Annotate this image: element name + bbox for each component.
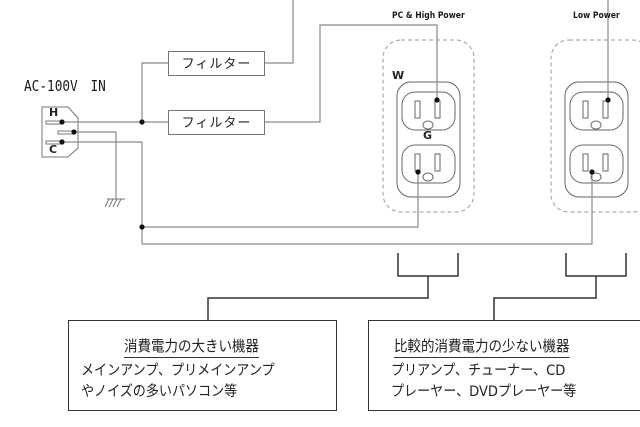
dot-junction-hot <box>139 119 145 125</box>
dot-low-hot <box>605 97 611 103</box>
filter-1: フィルター <box>168 51 265 76</box>
device-desc-high-power: メインアンプ、プリメインアンプ やノイズの多いパソコン等 <box>81 361 275 403</box>
wire-filter1-out <box>265 0 294 64</box>
dot-junction-cold <box>139 224 145 230</box>
dot-high-hot <box>434 97 440 103</box>
wire-cold-high <box>142 172 419 228</box>
pin-hot-label: H <box>49 106 59 119</box>
outlet-frame-high-power <box>382 39 475 213</box>
junction-dots <box>59 97 611 230</box>
device-line: プレーヤー、DVDプレーヤー等 <box>391 384 577 400</box>
connector-high-power <box>207 276 429 320</box>
device-line: メインアンプ、プリメインアンプ <box>81 363 275 379</box>
ac-input-label: AC-100V IN <box>24 77 106 95</box>
device-box-low-power: 比較的消費電力の少ない機器 プリアンプ、チューナー、CD プレーヤー、DVDプレ… <box>368 320 640 411</box>
pin-cold-label: C <box>49 143 58 156</box>
device-box-high-power: 消費電力の大きい機器 メインアンプ、プリメインアンプ やノイズの多いパソコン等 <box>68 320 337 411</box>
filter-2: フィルター <box>168 110 265 135</box>
ground-icon <box>104 198 125 208</box>
dot-hot-pin <box>59 119 65 125</box>
outlet-low-power <box>564 81 629 198</box>
outlet-label-high-power: PC & High Power <box>392 11 465 21</box>
dot-cold-pin <box>59 139 65 145</box>
wire-cold <box>62 141 593 245</box>
device-line: やノイズの多いパソコン等 <box>81 384 238 400</box>
dot-low-cold <box>589 169 595 175</box>
device-title-high-power: 消費電力の大きい機器 <box>124 335 260 358</box>
outlet-high-power <box>396 81 461 198</box>
bracket-high-power <box>397 253 459 277</box>
wire-junction-to-filter1 <box>141 62 168 122</box>
device-desc-low-power: プリアンプ、チューナー、CD プレーヤー、DVDプレーヤー等 <box>391 361 576 403</box>
connector-low-power <box>493 276 597 320</box>
outlet-frame-low-power <box>550 39 640 213</box>
dot-high-cold <box>415 169 421 175</box>
device-title-low-power: 比較的消費電力の少ない機器 <box>394 335 570 358</box>
bracket-low-power <box>565 253 627 277</box>
outlet-ground-mark: G <box>423 129 433 142</box>
wire-ground <box>74 131 117 199</box>
outlet-hot-mark: W <box>392 69 405 82</box>
wires <box>62 0 609 245</box>
dot-ground-pin <box>71 129 77 135</box>
brackets <box>207 253 627 320</box>
device-line: プリアンプ、チューナー、CD <box>391 363 566 379</box>
wire-filter2-out <box>265 24 438 123</box>
outlet-label-low-power: Low Power <box>573 11 620 21</box>
